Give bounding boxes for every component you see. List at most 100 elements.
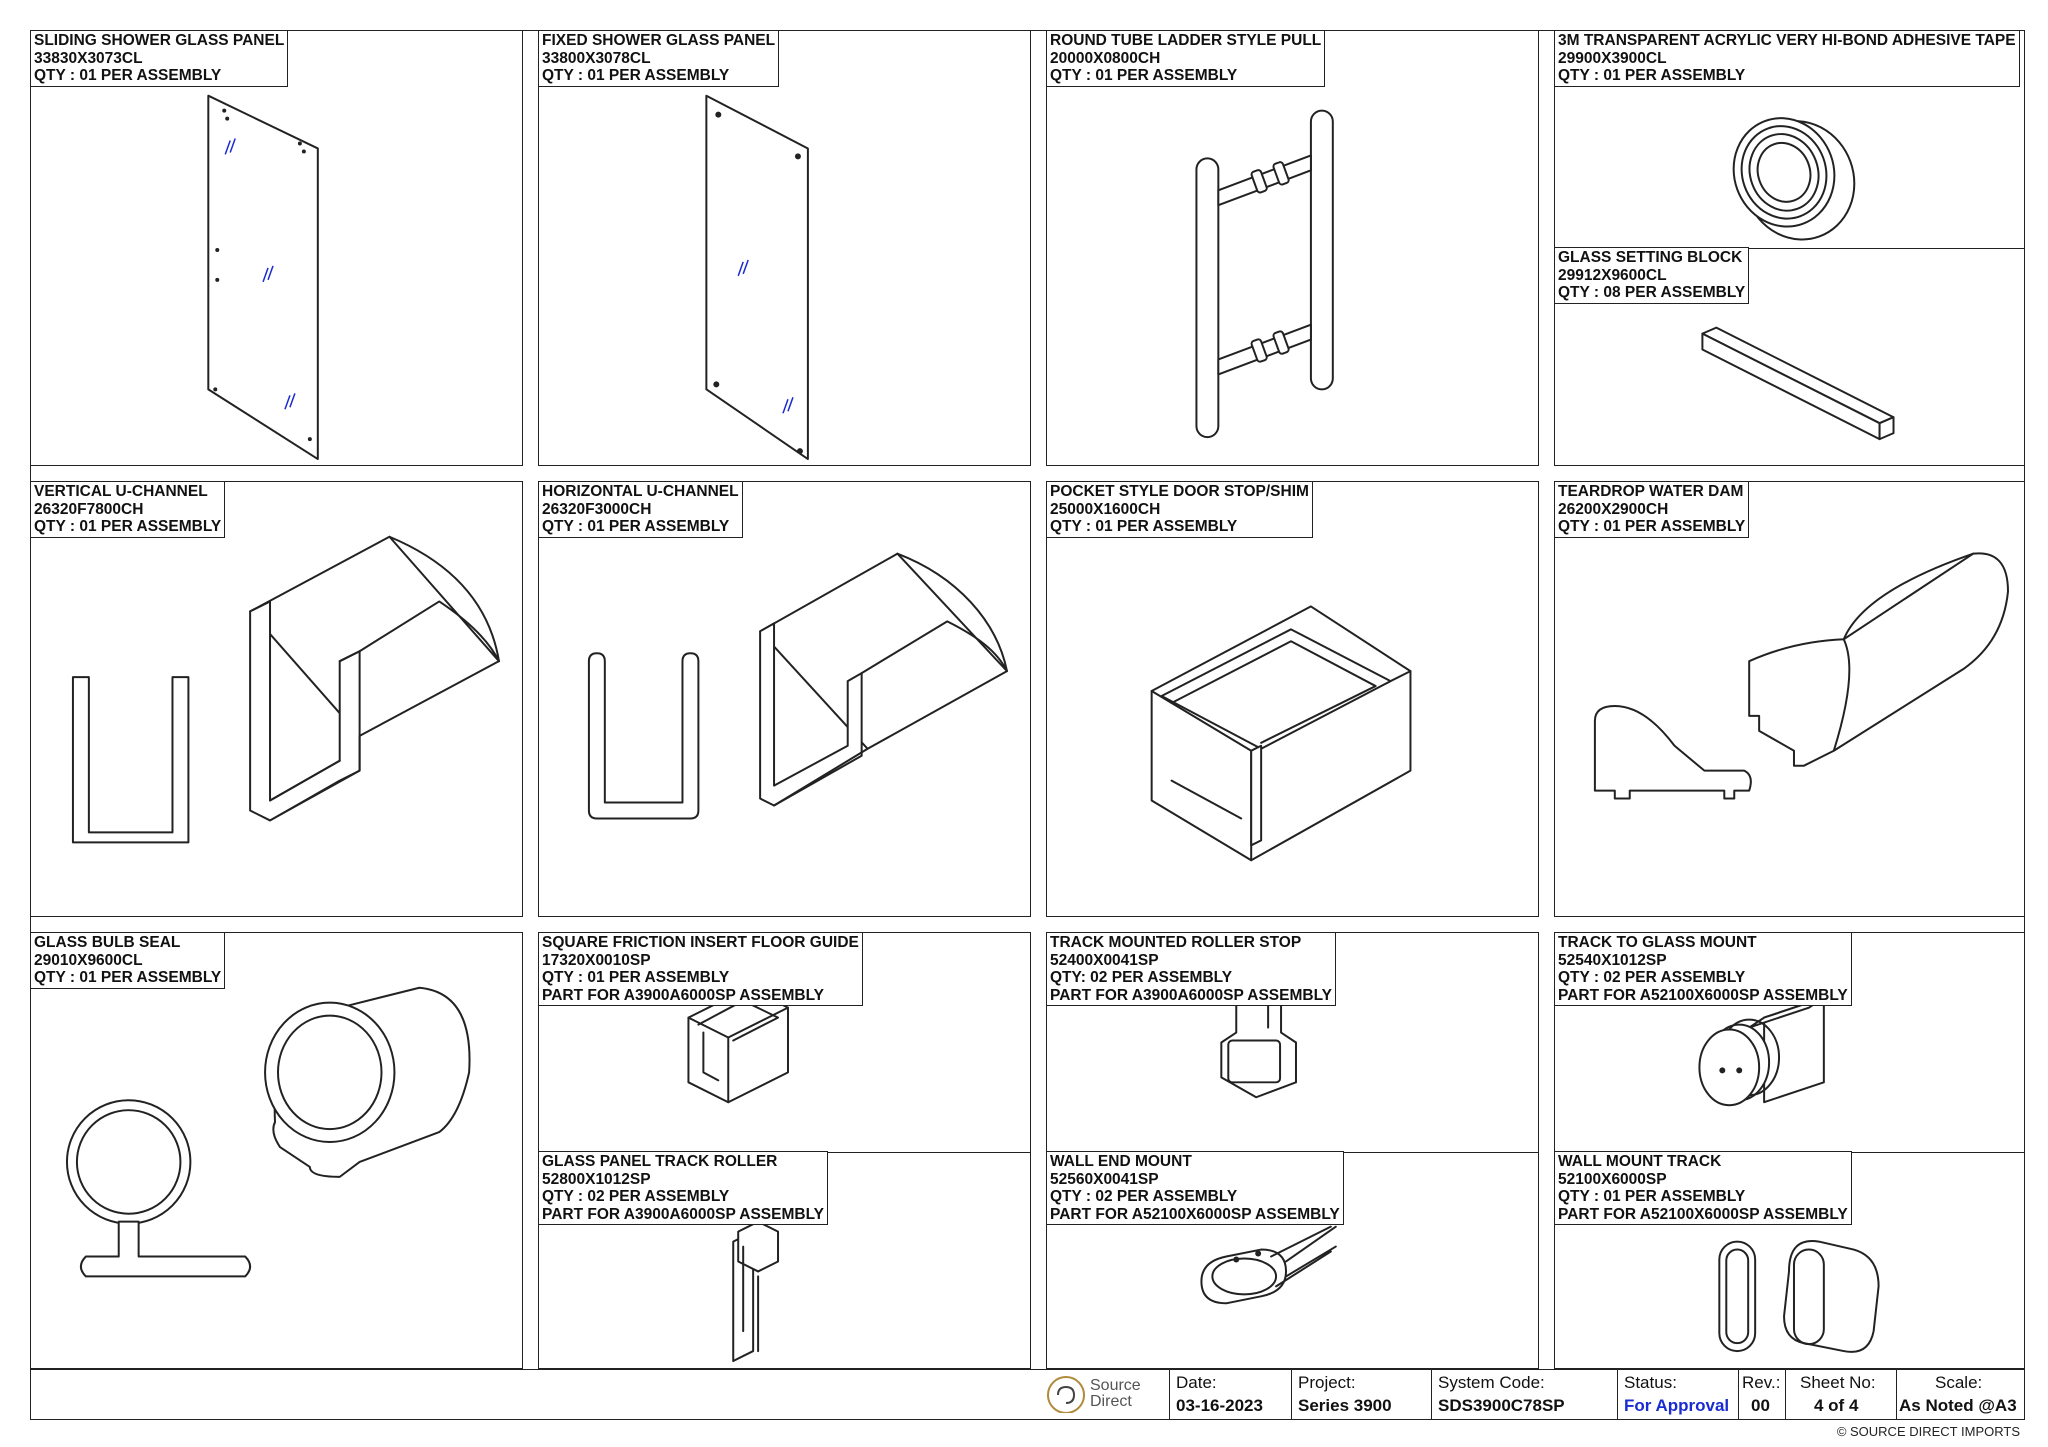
part-name: VERTICAL U-CHANNEL: [34, 483, 208, 500]
part-label-track-roller: GLASS PANEL TRACK ROLLER 52800X1012SP QT…: [539, 1151, 828, 1225]
part-qty: QTY : 01 PER ASSEMBLY: [1558, 1188, 1746, 1205]
part-code: 25000X1600CH: [1050, 500, 1161, 518]
part-code: 26200X2900CH: [1558, 500, 1669, 518]
status-label: Status:: [1624, 1373, 1677, 1392]
fixed-glass-panel-drawing: [539, 31, 1030, 465]
part-name: 3M TRANSPARENT ACRYLIC VERY HI-BOND ADHE…: [1558, 32, 2016, 49]
part-name: TEARDROP WATER DAM: [1558, 483, 1744, 500]
part-name: FIXED SHOWER GLASS PANEL: [542, 32, 776, 49]
part-cell-fixed-glass-panel: FIXED SHOWER GLASS PANEL 33800X3078CL QT…: [538, 30, 1031, 466]
status-field: Status: For Approval: [1617, 1369, 1738, 1420]
status-value: For Approval: [1624, 1396, 1730, 1415]
system-code-label: System Code:: [1438, 1373, 1545, 1392]
glass-bulb-seal-drawing: [31, 933, 522, 1368]
part-code: 29900X3900CL: [1558, 49, 1667, 67]
part-name: TRACK MOUNTED ROLLER STOP: [1050, 934, 1302, 951]
part-label: TEARDROP WATER DAM 26200X2900CH QTY : 01…: [1555, 482, 1750, 538]
part-label: ROUND TUBE LADDER STYLE PULL 20000X0800C…: [1047, 31, 1326, 87]
part-qty: QTY : 01 PER ASSEMBLY: [34, 969, 222, 986]
sheet-field: Sheet No: 4 of 4: [1785, 1369, 1896, 1420]
part-qty: QTY : 02 PER ASSEMBLY: [542, 1188, 730, 1205]
part-cell-track-glass-mount: TRACK TO GLASS MOUNT 52540X1012SP QTY : …: [1554, 932, 2025, 1369]
part-name: POCKET STYLE DOOR STOP/SHIM: [1050, 483, 1309, 500]
adhesive-tape-and-block-drawing: [1555, 31, 2024, 465]
part-code: 33800X3078CL: [542, 49, 651, 67]
part-label: FIXED SHOWER GLASS PANEL 33800X3078CL QT…: [539, 31, 780, 87]
track-glass-mount-and-track-drawing: [1555, 933, 2024, 1368]
revision-value: 00: [1751, 1396, 1770, 1415]
part-assembly: PART FOR A3900A6000SP ASSEMBLY: [542, 1205, 824, 1223]
part-cell-floor-guide: SQUARE FRICTION INSERT FLOOR GUIDE 17320…: [538, 932, 1031, 1369]
sheet-value: 4 of 4: [1814, 1396, 1859, 1415]
part-code: 52400X0041SP: [1050, 951, 1159, 969]
part-assembly: PART FOR A3900A6000SP ASSEMBLY: [1050, 986, 1332, 1004]
teardrop-water-dam-drawing: [1555, 482, 2024, 916]
part-qty: QTY : 01 PER ASSEMBLY: [1050, 518, 1238, 535]
scale-value: As Noted @A3: [1899, 1396, 2017, 1415]
part-code: 20000X0800CH: [1050, 49, 1161, 67]
part-qty: QTY : 01 PER ASSEMBLY: [1558, 518, 1746, 535]
part-cell-sliding-glass-panel: SLIDING SHOWER GLASS PANEL 33830X3073CL …: [30, 30, 523, 466]
revision-field: Rev.: 00: [1738, 1369, 1785, 1420]
part-label: TRACK MOUNTED ROLLER STOP 52400X0041SP Q…: [1047, 933, 1336, 1006]
part-qty: QTY : 01 PER ASSEMBLY: [542, 969, 730, 986]
scale-label: Scale:: [1935, 1373, 1983, 1392]
part-label: VERTICAL U-CHANNEL 26320F7800CH QTY : 01…: [31, 482, 226, 538]
part-qty: QTY: 02 PER ASSEMBLY: [1050, 969, 1233, 986]
part-cell-glass-bulb-seal: GLASS BULB SEAL 29010X9600CL QTY : 01 PE…: [30, 932, 523, 1369]
part-code: 52540X1012SP: [1558, 951, 1667, 969]
horizontal-u-channel-drawing: [539, 482, 1030, 916]
logo-line2: Direct: [1090, 1393, 1132, 1410]
revision-label: Rev.:: [1742, 1373, 1781, 1392]
part-code: 33830X3073CL: [34, 49, 143, 67]
part-code: 29010X9600CL: [34, 951, 143, 969]
part-name: GLASS PANEL TRACK ROLLER: [542, 1153, 778, 1170]
vertical-u-channel-drawing: [31, 482, 522, 916]
part-assembly: PART FOR A3900A6000SP ASSEMBLY: [542, 986, 824, 1004]
part-name: TRACK TO GLASS MOUNT: [1558, 934, 1757, 951]
part-assembly: PART FOR A52100X6000SP ASSEMBLY: [1050, 1205, 1340, 1223]
part-name: ROUND TUBE LADDER STYLE PULL: [1050, 32, 1322, 49]
part-cell-horizontal-u-channel: HORIZONTAL U-CHANNEL 26320F3000CH QTY : …: [538, 481, 1031, 917]
date-value: 03-16-2023: [1176, 1396, 1263, 1415]
floor-guide-and-roller-drawing: [539, 933, 1030, 1368]
date-field: Date: 03-16-2023: [1169, 1369, 1291, 1420]
title-block: Source Direct Date: 03-16-2023 Project: …: [1042, 1369, 2025, 1420]
pocket-door-stop-drawing: [1047, 482, 1538, 916]
part-name: SQUARE FRICTION INSERT FLOOR GUIDE: [542, 934, 859, 951]
part-label: GLASS BULB SEAL 29010X9600CL QTY : 01 PE…: [31, 933, 226, 989]
part-name: WALL MOUNT TRACK: [1558, 1153, 1722, 1170]
system-code-value: SDS3900C78SP: [1438, 1396, 1565, 1415]
part-name: SLIDING SHOWER GLASS PANEL: [34, 32, 285, 49]
part-label-wall-mount-track: WALL MOUNT TRACK 52100X6000SP QTY : 01 P…: [1555, 1151, 1852, 1225]
part-qty: QTY : 02 PER ASSEMBLY: [1050, 1188, 1238, 1205]
sheet-label: Sheet No:: [1800, 1373, 1876, 1392]
part-code: 17320X0010SP: [542, 951, 651, 969]
part-code: 52100X6000SP: [1558, 1170, 1667, 1188]
part-qty: QTY : 08 PER ASSEMBLY: [1558, 284, 1746, 301]
source-direct-logo-mark: [1047, 1376, 1085, 1414]
part-code: 52800X1012SP: [542, 1170, 651, 1188]
part-code: 26320F7800CH: [34, 500, 144, 518]
part-assembly: PART FOR A52100X6000SP ASSEMBLY: [1558, 1205, 1848, 1223]
part-qty: QTY : 01 PER ASSEMBLY: [1050, 67, 1238, 84]
project-label: Project:: [1298, 1373, 1356, 1392]
part-code: 26320F3000CH: [542, 500, 652, 518]
part-label: SLIDING SHOWER GLASS PANEL 33830X3073CL …: [31, 31, 289, 87]
system-code-field: System Code: SDS3900C78SP: [1431, 1369, 1617, 1420]
part-qty: QTY : 01 PER ASSEMBLY: [34, 67, 222, 84]
part-cell-roller-stop: TRACK MOUNTED ROLLER STOP 52400X0041SP Q…: [1046, 932, 1539, 1369]
cell-divider: [1555, 248, 2024, 249]
part-label: 3M TRANSPARENT ACRYLIC VERY HI-BOND ADHE…: [1555, 31, 2020, 87]
logo-wordmark: Source Direct: [1090, 1378, 1141, 1410]
part-cell-ladder-pull: ROUND TUBE LADDER STYLE PULL 20000X0800C…: [1046, 30, 1539, 466]
sliding-glass-panel-drawing: [31, 31, 522, 465]
logo-line1: Source: [1090, 1377, 1141, 1394]
part-label: HORIZONTAL U-CHANNEL 26320F3000CH QTY : …: [539, 482, 743, 538]
part-qty: QTY : 01 PER ASSEMBLY: [542, 67, 730, 84]
scale-field: Scale: As Noted @A3: [1896, 1369, 2025, 1420]
part-qty: QTY : 01 PER ASSEMBLY: [34, 518, 222, 535]
title-block-top-rule: [30, 1369, 2025, 1370]
part-label: SQUARE FRICTION INSERT FLOOR GUIDE 17320…: [539, 933, 863, 1006]
part-name: HORIZONTAL U-CHANNEL: [542, 483, 739, 500]
